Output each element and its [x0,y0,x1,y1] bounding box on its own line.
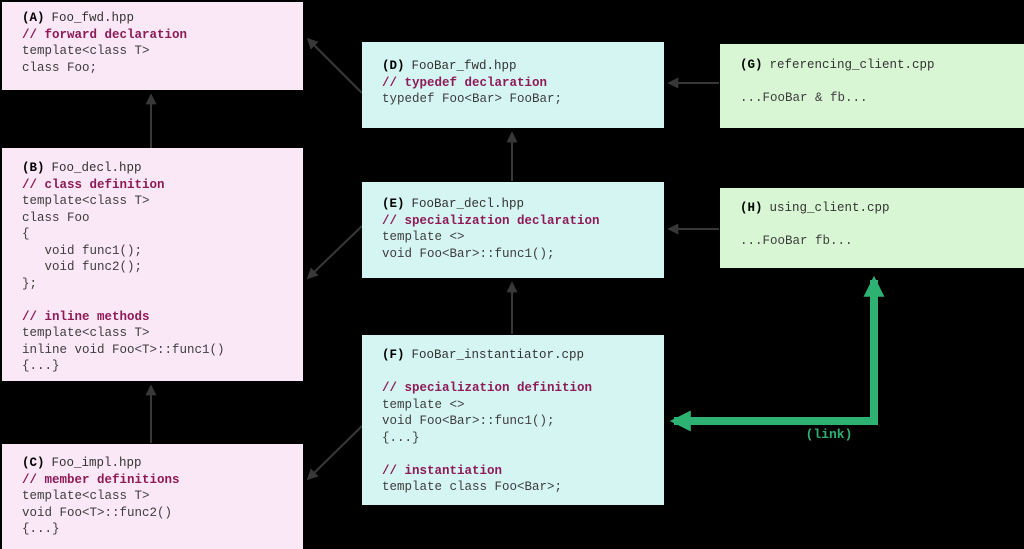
file-name: using_client.cpp [769,201,890,215]
file-header: (A) Foo_fwd.hpp [22,10,303,27]
file-box-foo-decl: (B) Foo_decl.hpp // class definition temp… [2,148,303,381]
comment-line: // class definition [22,177,165,192]
file-name: FooBar_decl.hpp [411,197,525,211]
file-box-foobar-decl: (E) FooBar_decl.hpp // specialization dec… [362,182,664,278]
file-box-using-client: (H) using_client.cpp ...FooBar fb... [720,188,1024,268]
code-line: void func1(); [22,243,143,258]
file-header: (C) Foo_impl.hpp [22,455,303,472]
include-arrow-e-to-b [306,225,363,280]
code-line: { [22,227,30,241]
file-label: (A) [22,11,45,25]
file-box-foobar-instantiator: (F) FooBar_instantiator.cpp // specializa… [362,335,664,505]
file-label: (F) [382,348,405,362]
code-line: {...} [382,430,420,445]
code-line: class Foo [22,210,90,225]
file-header: (E) FooBar_decl.hpp [382,196,664,213]
file-name: Foo_decl.hpp [51,161,142,175]
file-header: (G) referencing_client.cpp [740,57,1024,74]
code-line: void Foo<T>::func2() [22,505,173,520]
blank-line [740,74,1024,91]
blank-line [382,364,664,381]
include-arrow-f-to-c [306,425,363,481]
code-line: void Foo<Bar>::func1(); [382,246,555,261]
comment-line: // member definitions [22,472,180,487]
code-line: template<class T> [22,326,150,340]
include-arrow-d-to-a [306,37,363,94]
file-box-referencing-client: (G) referencing_client.cpp ...FooBar & fb… [720,44,1024,128]
code-line: {...} [22,522,60,536]
code-line: inline void Foo<T>::func1() [22,342,225,357]
comment-line: // specialization definition [382,381,593,395]
file-label: (E) [382,197,405,211]
file-box-foo-impl: (C) Foo_impl.hpp // member definitions te… [2,444,303,549]
comment-line: // specialization declaration [382,213,600,228]
file-label: (H) [740,201,763,215]
code-line: void func2(); [22,260,143,274]
code-line: template<class T> [22,489,150,503]
code-line: template<class T> [22,194,150,208]
code-line: ...FooBar fb... [740,234,853,248]
file-box-foobar-fwd: (D) FooBar_fwd.hpp // typedef declaration… [362,42,664,128]
blank-line [740,217,1024,234]
file-label: (B) [22,161,45,175]
file-header: (D) FooBar_fwd.hpp [382,58,664,75]
code-line: }; [22,276,38,291]
blank-line [382,446,664,463]
file-name: referencing_client.cpp [769,58,935,72]
file-label: (C) [22,456,45,470]
code-line: ...FooBar & fb... [740,91,868,105]
file-label: (D) [382,59,405,73]
file-header: (B) Foo_decl.hpp [22,160,303,177]
file-name: Foo_impl.hpp [51,456,142,470]
file-header: (F) FooBar_instantiator.cpp [382,347,664,364]
file-name: Foo_fwd.hpp [51,11,135,25]
comment-line: // inline methods [22,309,150,324]
code-line: typedef Foo<Bar> FooBar; [382,92,563,106]
code-line: class Foo; [22,60,98,75]
link-arrow-label: (link) [805,427,853,442]
code-line: template <> [382,230,465,244]
file-name: FooBar_instantiator.cpp [411,348,585,362]
code-line: template <> [382,397,465,412]
file-header: (H) using_client.cpp [740,200,1024,217]
file-label: (G) [740,58,763,72]
code-line: {...} [22,359,60,373]
code-line: void Foo<Bar>::func1(); [382,414,555,428]
comment-line: // forward declaration [22,27,188,42]
comment-line: // typedef declaration [382,75,548,90]
file-box-foo-fwd: (A) Foo_fwd.hpp // forward declaration te… [2,2,303,90]
comment-line: // instantiation [382,463,503,478]
file-name: FooBar_fwd.hpp [411,59,517,73]
code-line: template class Foo<Bar>; [382,480,563,494]
blank-line [22,292,303,309]
code-line: template<class T> [22,44,150,58]
link-arrow-h-to-f [669,275,885,432]
